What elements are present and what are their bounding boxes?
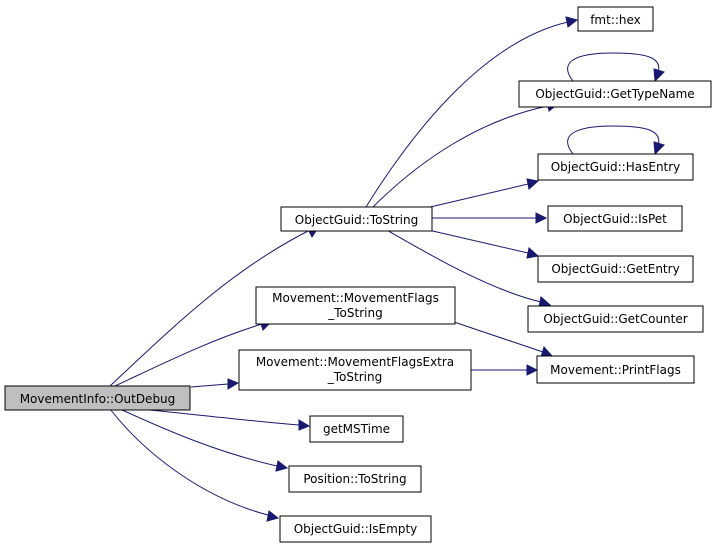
edge-guid-tostring-to-fmt-hex bbox=[365, 16, 579, 208]
node-fmt-hex[interactable]: fmt::hex bbox=[577, 6, 654, 32]
node-label: Movement::PrintFlags bbox=[550, 363, 681, 377]
node-label: _ToString bbox=[327, 306, 382, 320]
node-movementinfo-outdebug[interactable]: MovementInfo::OutDebug bbox=[4, 385, 191, 411]
node-position-tostring[interactable]: Position::ToString bbox=[288, 465, 422, 493]
node-movementflags-tostring[interactable]: Movement::MovementFlags _ToString bbox=[255, 286, 456, 325]
edge-outdebug-to-getmstime bbox=[139, 408, 311, 431]
node-getmstime[interactable]: getMSTime bbox=[309, 415, 404, 443]
node-label: Position::ToString bbox=[303, 472, 406, 486]
node-label: ObjectGuid::GetEntry bbox=[551, 262, 679, 276]
node-label: getMSTime bbox=[323, 422, 390, 436]
node-label: MovementInfo::OutDebug bbox=[20, 392, 176, 406]
node-movement-printflags[interactable]: Movement::PrintFlags bbox=[536, 355, 695, 384]
edge-guid-tostring-to-hasentry bbox=[425, 178, 540, 209]
edge-gettypename-self-loop bbox=[567, 52, 665, 83]
node-objectguid-ispet[interactable]: ObjectGuid::IsPet bbox=[547, 205, 683, 232]
node-label: Movement::MovementFlagsExtra bbox=[256, 355, 454, 369]
node-label: fmt::hex bbox=[590, 13, 641, 27]
node-label: Movement::MovementFlags bbox=[272, 291, 439, 305]
node-label: ObjectGuid::HasEntry bbox=[551, 160, 681, 174]
node-label: ObjectGuid::ToString bbox=[295, 213, 418, 227]
edge-guid-tostring-to-gettypename bbox=[372, 100, 560, 208]
node-label: ObjectGuid::GetCounter bbox=[543, 312, 687, 326]
node-objectguid-hasentry[interactable]: ObjectGuid::HasEntry bbox=[537, 153, 694, 181]
edge-guid-tostring-to-getentry bbox=[423, 228, 540, 259]
edge-hasentry-self-loop bbox=[567, 125, 665, 156]
node-label: ObjectGuid::IsPet bbox=[563, 212, 667, 226]
node-label: ObjectGuid::IsEmpty bbox=[294, 522, 418, 536]
node-objectguid-gettypename[interactable]: ObjectGuid::GetTypeName bbox=[518, 80, 712, 108]
node-movementflagsextra-tostring[interactable]: Movement::MovementFlagsExtra _ToString bbox=[238, 349, 472, 391]
node-objectguid-getentry[interactable]: ObjectGuid::GetEntry bbox=[537, 255, 694, 283]
node-label: _ToString bbox=[327, 370, 382, 384]
node-label: ObjectGuid::GetTypeName bbox=[535, 87, 694, 101]
node-objectguid-tostring[interactable]: ObjectGuid::ToString bbox=[280, 206, 433, 232]
edge-flagsextra-tostring-to-printflags bbox=[471, 364, 539, 376]
edge-outdebug-to-guid-isempty bbox=[109, 408, 280, 522]
node-objectguid-isempty[interactable]: ObjectGuid::IsEmpty bbox=[279, 515, 432, 543]
edge-outdebug-to-position-tostring bbox=[119, 408, 289, 472]
edge-guid-tostring-to-ispet bbox=[432, 212, 548, 224]
node-objectguid-getcounter[interactable]: ObjectGuid::GetCounter bbox=[527, 305, 704, 333]
edge-outdebug-to-flagsextra-tostring bbox=[190, 378, 240, 390]
